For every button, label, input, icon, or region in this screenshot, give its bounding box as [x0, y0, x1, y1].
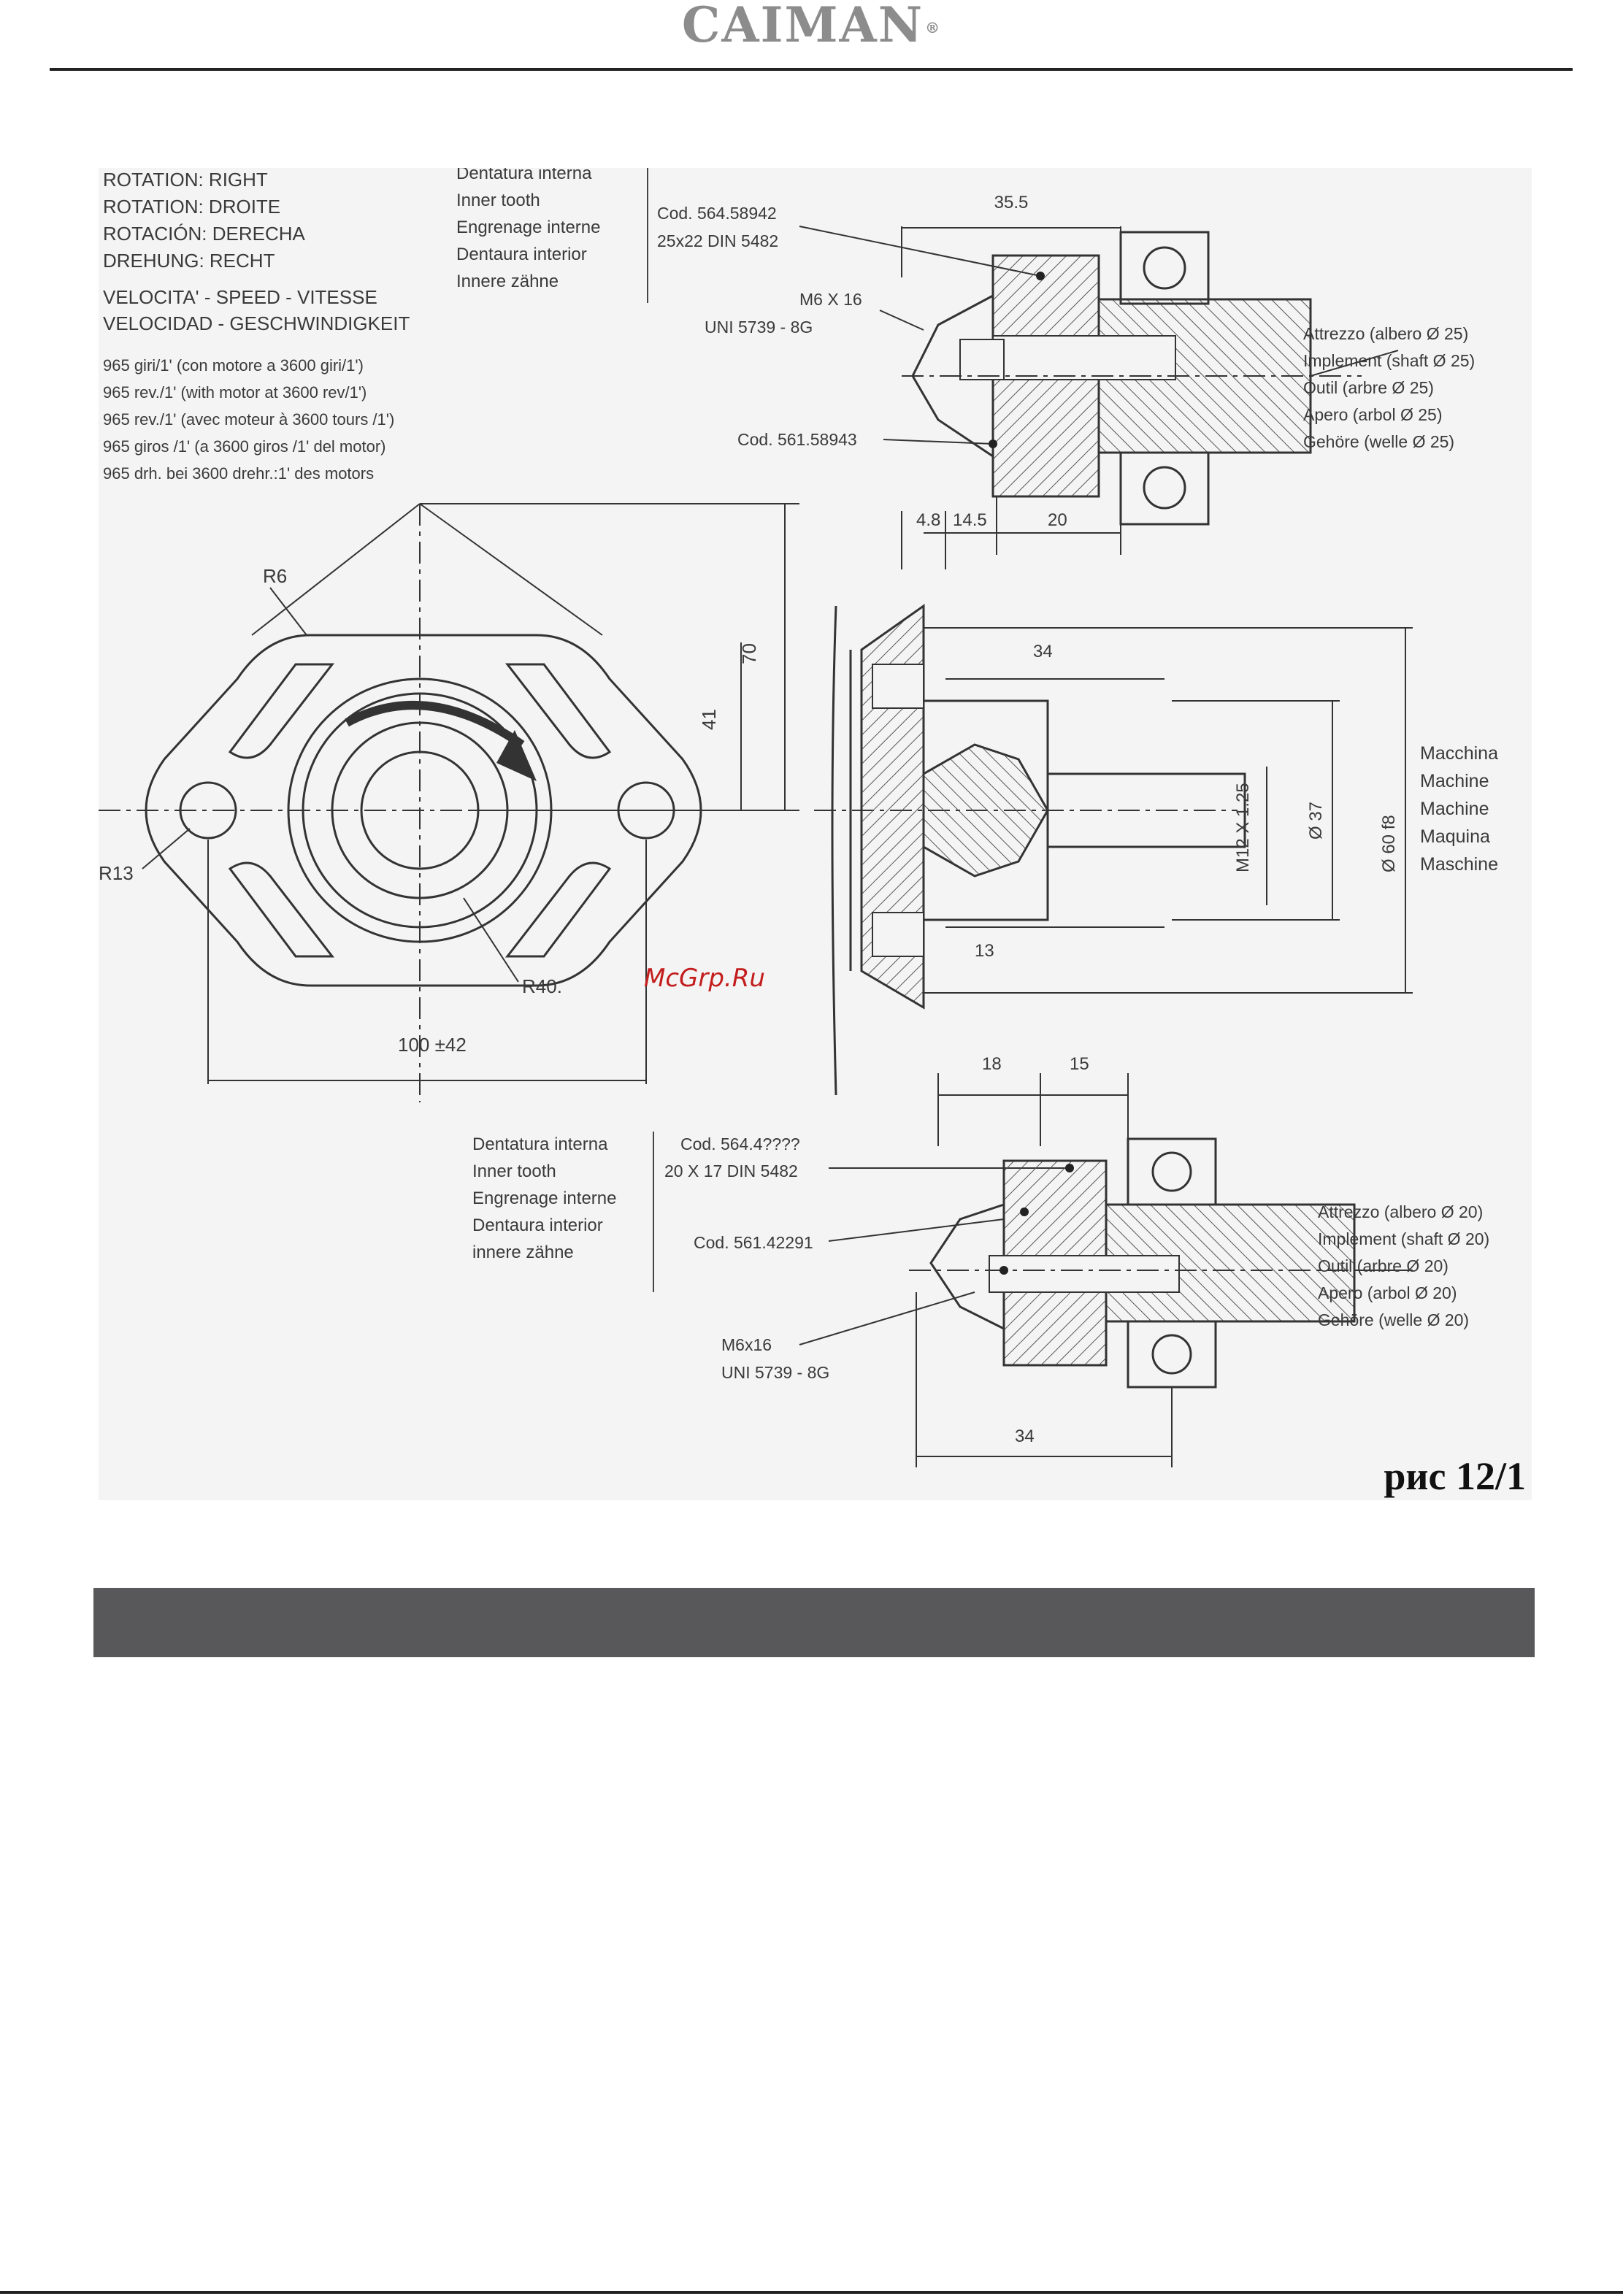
implement-label: Implement (shaft Ø 25)	[1303, 351, 1475, 370]
dimension-label: 13	[975, 941, 994, 961]
inner-tooth-line: Innere zähne	[456, 272, 559, 291]
inner-tooth-line: Inner tooth	[472, 1162, 556, 1181]
code-label: Cod. 561.58943	[737, 430, 857, 449]
inner-tooth-line: Dentaura interior	[472, 1216, 603, 1235]
watermark: McGrp.Ru	[644, 964, 765, 993]
dimension-label: M12 X 1.25	[1233, 783, 1253, 872]
rpm-line: 965 giri/1' (con motore a 3600 giri/1')	[103, 356, 364, 375]
dimension-label: 4.8	[916, 510, 940, 530]
dimension-label: R40.	[522, 975, 562, 997]
rpm-line: 965 rev./1' (with motor at 3600 rev/1')	[103, 383, 367, 402]
dimension-label: 34	[1015, 1427, 1035, 1446]
machine-label: Maschine	[1420, 854, 1498, 875]
dimension-label: 70	[738, 643, 760, 664]
implement-label: Apero (arbol Ø 25)	[1303, 405, 1442, 424]
code-label: 20 X 17 DIN 5482	[664, 1162, 798, 1180]
rpm-line: 965 giros /1' (a 3600 giros /1' del moto…	[103, 437, 386, 456]
figure-caption: рис 12/1	[1381, 1454, 1529, 1499]
section-header-bar	[93, 1588, 1535, 1657]
speed-line: VELOCITA' - SPEED - VITESSE	[103, 286, 377, 308]
machine-label: Machine	[1420, 771, 1489, 791]
drawing-canvas: ROTATION: RIGHT ROTATION: DROITE ROTACIÓ…	[99, 168, 1498, 1467]
dimension-label: Ø 60 f8	[1379, 815, 1399, 872]
screw-label: UNI 5739 - 8G	[721, 1363, 829, 1382]
speed-line: VELOCIDAD - GESCHWINDIGKEIT	[103, 312, 410, 334]
machine-label: Maquina	[1420, 826, 1490, 847]
footer-divider	[0, 2291, 1623, 2294]
rotation-block: ROTATION: RIGHT ROTATION: DROITE ROTACIÓ…	[103, 169, 410, 483]
rotation-line: DREHUNG: RECHT	[103, 250, 275, 272]
implement-label: Attrezzo (albero Ø 20)	[1318, 1202, 1483, 1221]
inner-tooth-block-top: Dentatura interna Inner tooth Engrenage …	[456, 168, 648, 303]
dimension-label: Ø 37	[1306, 802, 1326, 840]
implement-label: Outil (arbre Ø 25)	[1303, 378, 1434, 397]
rotation-line: ROTATION: DROITE	[103, 196, 280, 218]
inner-tooth-line: innere zähne	[472, 1243, 574, 1262]
rpm-line: 965 rev./1' (avec moteur à 3600 tours /1…	[103, 410, 394, 429]
inner-tooth-line: Dentaura interior	[456, 245, 587, 264]
implement-label: Outil (arbre Ø 20)	[1318, 1256, 1449, 1275]
inner-tooth-line: Engrenage interne	[456, 218, 600, 237]
code-label: Cod. 564.4????	[680, 1134, 800, 1153]
rotation-line: ROTACIÓN: DERECHA	[103, 223, 306, 245]
lower-coupling-section: Dentatura interna Inner tooth Engrenage …	[472, 1054, 1489, 1467]
implement-label: Apero (arbol Ø 20)	[1318, 1283, 1457, 1302]
inner-tooth-line: Dentatura interna	[456, 168, 592, 183]
implement-label: Gehöre (welle Ø 25)	[1303, 432, 1454, 451]
implement-label: Attrezzo (albero Ø 25)	[1303, 324, 1468, 343]
brand-logo: CAIMAN®	[0, 0, 1623, 51]
machine-label: Macchina	[1420, 743, 1498, 764]
dimension-label: R13	[99, 862, 134, 884]
code-label: 25x22 DIN 5482	[657, 231, 778, 250]
brand-name: CAIMAN	[681, 0, 924, 53]
side-section-view: 34 13 M12 X 1.25 Ø 37 Ø 60 f8 Macchina M…	[814, 604, 1498, 1096]
dimension-label: 34	[1033, 642, 1053, 661]
code-label: Cod. 564.58942	[657, 204, 777, 223]
inner-tooth-line: Dentatura interna	[472, 1134, 608, 1154]
inner-tooth-line: Engrenage interne	[472, 1189, 616, 1208]
dimension-label: 35.5	[994, 193, 1029, 212]
technical-drawing: ROTATION: RIGHT ROTATION: DROITE ROTACIÓ…	[99, 168, 1532, 1500]
upper-coupling-section: Cod. 564.58942 25x22 DIN 5482 M6 X 16 UN…	[657, 193, 1475, 569]
rpm-line: 965 drh. bei 3600 drehr.:1' des motors	[103, 464, 374, 483]
implement-label: Gehöre (welle Ø 20)	[1318, 1310, 1469, 1329]
implement-label: Implement (shaft Ø 20)	[1318, 1229, 1489, 1248]
dimension-label: 100 ±42	[398, 1034, 467, 1056]
screw-label: M6x16	[721, 1335, 772, 1354]
inner-tooth-line: Inner tooth	[456, 191, 540, 210]
code-label: Cod. 561.42291	[694, 1233, 813, 1252]
rotation-line: ROTATION: RIGHT	[103, 169, 268, 191]
screw-label: M6 X 16	[799, 290, 862, 309]
registered-mark: ®	[925, 19, 942, 37]
dimension-label: 20	[1048, 510, 1067, 530]
dimension-label: 18	[982, 1054, 1002, 1074]
screw-label: UNI 5739 - 8G	[705, 318, 813, 337]
flange-front-view: R6 70 41 R13 R40. 100 ±42	[99, 503, 799, 1102]
header-divider	[50, 68, 1573, 71]
dimension-label: 14.5	[953, 510, 987, 530]
machine-label: Machine	[1420, 799, 1489, 819]
dimension-label: R6	[263, 565, 287, 587]
dimension-label: 15	[1070, 1054, 1089, 1074]
dimension-label: 41	[698, 709, 720, 730]
